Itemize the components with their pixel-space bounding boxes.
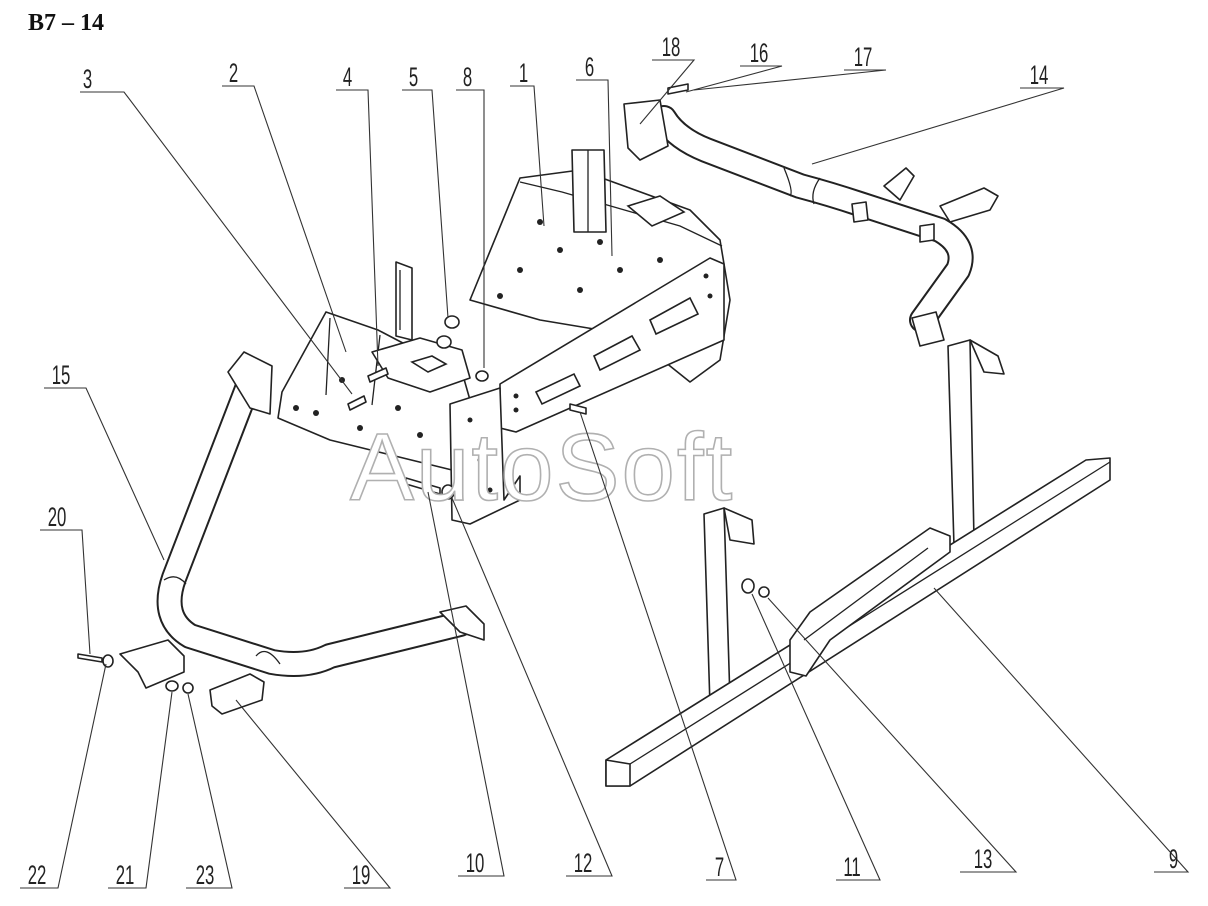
callout-12: 12 [574, 848, 593, 878]
callout-13: 13 [974, 844, 993, 874]
callout-16: 16 [750, 38, 769, 68]
callout-labels: 1 2 3 4 5 6 7 8 9 10 11 12 13 14 15 16 1… [28, 32, 1178, 890]
callout-20: 20 [48, 502, 67, 532]
callout-2: 2 [229, 58, 238, 88]
callout-22: 22 [28, 860, 47, 890]
callout-4: 4 [343, 62, 352, 92]
part-2-side-plate [277, 311, 471, 471]
callout-21: 21 [116, 860, 135, 890]
callout-19: 19 [352, 860, 371, 890]
callout-7: 7 [715, 852, 724, 882]
watermark: AutoSoft [350, 414, 734, 521]
frame-fasteners [347, 315, 587, 500]
diagram-code: B7 – 14 [28, 10, 105, 36]
part-1-main-frame [449, 149, 731, 525]
part-14-right-tube [623, 83, 999, 347]
left-fasteners [77, 653, 194, 694]
callout-10: 10 [466, 848, 485, 878]
callout-15: 15 [52, 360, 71, 390]
callout-14: 14 [1030, 60, 1049, 90]
callout-18: 18 [662, 32, 681, 62]
callout-9: 9 [1169, 844, 1178, 874]
part-4-upper-plate [371, 261, 471, 393]
callout-6: 6 [585, 52, 594, 82]
callout-3: 3 [83, 64, 92, 94]
part-15-left-tube [119, 351, 485, 715]
callout-8: 8 [463, 62, 472, 92]
part-9-bumper [605, 339, 1111, 787]
callout-11: 11 [843, 852, 860, 882]
callout-23: 23 [196, 860, 215, 890]
callout-1: 1 [519, 58, 528, 88]
leader-lines [20, 59, 1190, 889]
callout-5: 5 [409, 62, 418, 92]
callout-17: 17 [854, 42, 873, 72]
